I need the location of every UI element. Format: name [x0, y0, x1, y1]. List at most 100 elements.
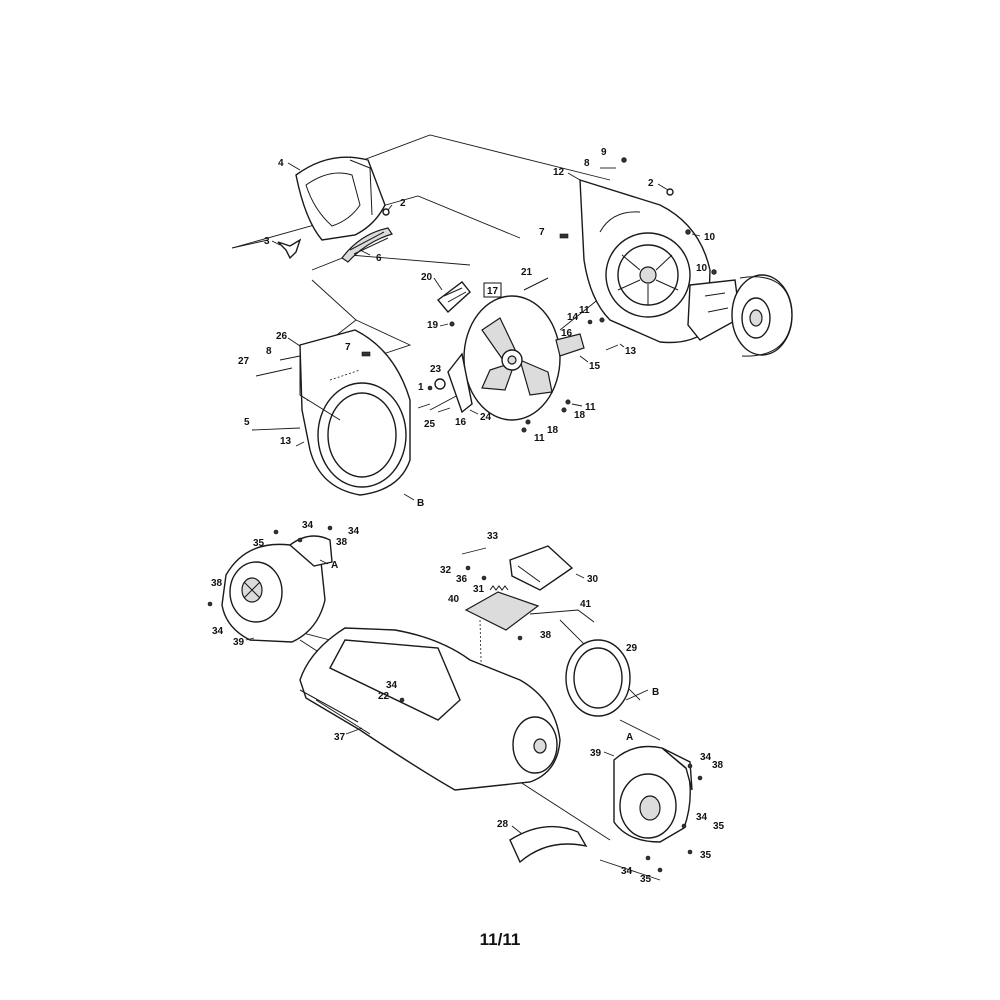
callout-25: 25 [424, 419, 436, 430]
svg-text:B: B [417, 498, 424, 509]
svg-text:2: 2 [648, 178, 654, 189]
svg-text:3: 3 [264, 236, 270, 247]
callout-15: 15 [579, 355, 601, 372]
callout-33: 33 [487, 531, 499, 542]
callout-7-left: 7 [345, 342, 351, 353]
svg-text:27: 27 [238, 356, 250, 367]
part-26-left-housing [299, 329, 411, 496]
svg-text:7: 7 [345, 342, 351, 353]
svg-text:12: 12 [553, 167, 565, 178]
callout-14: 14 [567, 312, 579, 323]
part-41-rod [529, 609, 595, 623]
part-31-spring [489, 585, 509, 591]
part-3-wing-knob [277, 238, 302, 260]
part-24-blade [447, 352, 473, 414]
callout-11-a: 11 [579, 305, 590, 316]
svg-text:35: 35 [640, 874, 652, 885]
callout-36: 36 [456, 574, 468, 585]
callout-16-left: 16 [455, 417, 467, 428]
svg-text:2: 2 [400, 198, 406, 209]
part-20-paddle [436, 281, 471, 314]
svg-text:13: 13 [625, 346, 637, 357]
svg-text:39: 39 [233, 637, 245, 648]
callout-11-b: 11 [571, 402, 596, 413]
assembly-guide-lines [231, 134, 611, 411]
callout-9: 9 [601, 147, 607, 158]
callout-26: 26 [276, 331, 301, 347]
svg-text:18: 18 [547, 425, 559, 436]
drive-box [687, 279, 741, 341]
callout-5: 5 [244, 417, 250, 428]
svg-text:41: 41 [580, 599, 592, 610]
callout-12: 12 [553, 167, 581, 181]
svg-text:A: A [626, 732, 633, 743]
svg-text:34: 34 [696, 812, 708, 823]
callout-13-right: 13 [619, 343, 637, 357]
svg-text:17: 17 [487, 286, 499, 297]
callout-19: 19 [427, 320, 449, 331]
svg-text:8: 8 [266, 346, 272, 357]
svg-text:B: B [652, 687, 659, 698]
callout-35-right-a: 35 [713, 821, 725, 832]
callout-7-right: 7 [539, 227, 545, 238]
callout-23: 23 [430, 364, 442, 375]
callout-18-a: 18 [574, 410, 586, 421]
lower-fasteners [207, 525, 703, 873]
callout-34-center: 34 [386, 680, 398, 691]
svg-text:25: 25 [424, 419, 436, 430]
callout-24: 24 [469, 409, 492, 423]
callout-8-right: 8 [584, 158, 590, 169]
svg-text:20: 20 [421, 272, 433, 283]
svg-text:33: 33 [487, 531, 499, 542]
callout-31: 31 [473, 584, 485, 595]
callout-4: 4 [278, 158, 301, 171]
svg-text:19: 19 [427, 320, 439, 331]
svg-text:38: 38 [336, 537, 348, 548]
svg-text:34: 34 [348, 526, 360, 537]
callout-29: 29 [626, 643, 638, 654]
part-6-flap [341, 227, 393, 263]
svg-text:11: 11 [534, 433, 545, 444]
callout-2-left: 2 [387, 198, 406, 211]
part-39-fan-housing-left [221, 535, 333, 643]
part-39-fan-housing-right [613, 745, 693, 843]
svg-text:4: 4 [278, 158, 284, 169]
page-number: 11/11 [479, 930, 521, 949]
svg-text:37: 37 [334, 732, 346, 743]
svg-text:10: 10 [696, 263, 708, 274]
svg-text:34: 34 [621, 866, 633, 877]
svg-text:16: 16 [455, 417, 467, 428]
callout-34-right-b: 34 [696, 812, 708, 823]
svg-text:32: 32 [440, 565, 452, 576]
callout-32: 32 [440, 565, 452, 576]
callout-17: 17 [483, 282, 502, 298]
svg-text:21: 21 [521, 267, 533, 278]
callout-28: 28 [497, 819, 523, 835]
svg-text:6: 6 [376, 253, 382, 264]
callout-38-right: 38 [712, 760, 724, 771]
svg-text:23: 23 [430, 364, 442, 375]
callout-41: 41 [580, 599, 592, 610]
callout-34-left: 34 [212, 626, 224, 637]
svg-text:9: 9 [601, 147, 607, 158]
svg-text:A: A [331, 560, 338, 571]
part-callouts: 4 2 3 6 9 8 12 2 7 10 10 20 21 17 11 14 … [211, 147, 725, 885]
callout-20: 20 [421, 272, 443, 291]
svg-text:31: 31 [473, 584, 485, 595]
callout-38-b: 38 [540, 630, 552, 641]
callout-35-bottom: 35 [640, 874, 652, 885]
callout-B-lower: B [625, 687, 659, 701]
part-15-plate [555, 333, 585, 357]
svg-text:5: 5 [244, 417, 250, 428]
svg-text:39: 39 [590, 748, 602, 759]
callout-38-left: 38 [211, 578, 223, 589]
svg-text:38: 38 [211, 578, 223, 589]
callout-30: 30 [575, 573, 599, 585]
svg-text:7: 7 [539, 227, 545, 238]
svg-text:14: 14 [567, 312, 579, 323]
svg-text:13: 13 [280, 436, 292, 447]
svg-text:16: 16 [561, 328, 573, 339]
part-37-body-shroud [299, 627, 561, 791]
